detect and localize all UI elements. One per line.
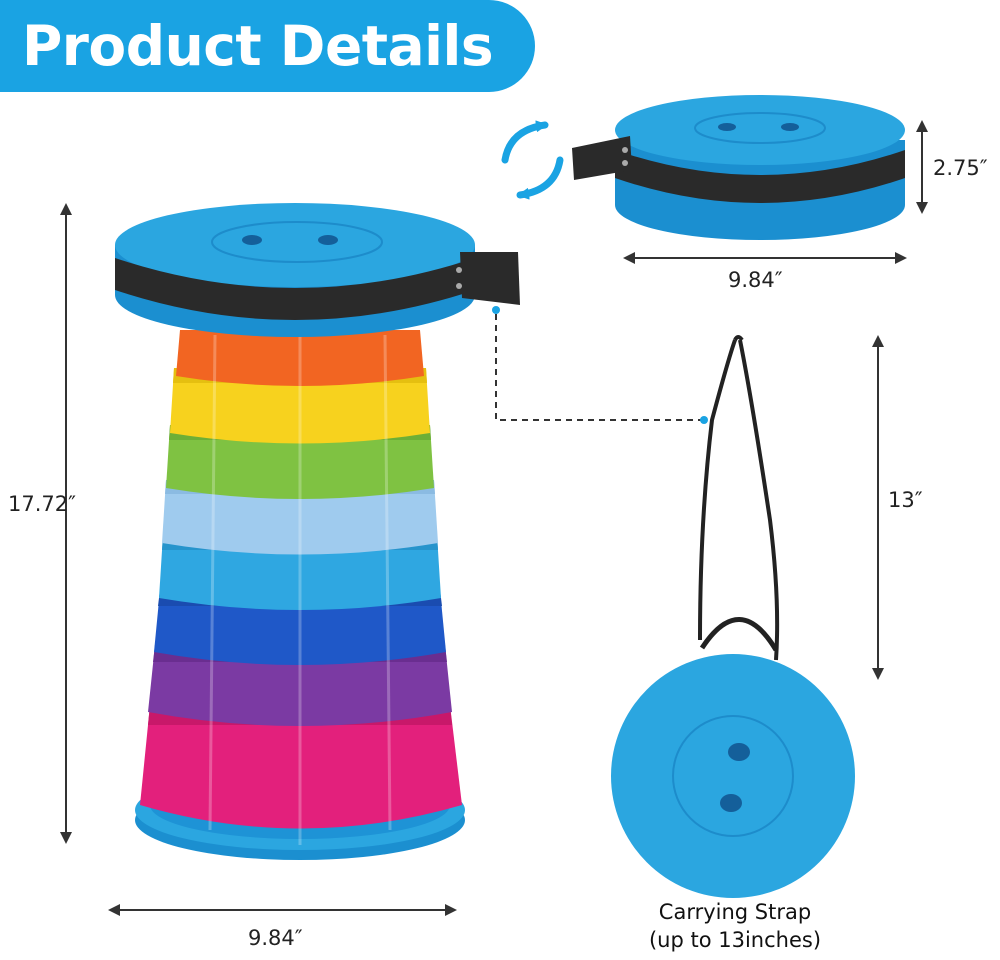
product-details-banner: Product Details [0, 0, 535, 92]
carrying-strap [698, 335, 780, 661]
banner-title: Product Details [22, 14, 494, 78]
folded-height-label: 2.75″ [933, 156, 988, 180]
dimension-arrows [60, 120, 928, 916]
strap-length-label: 13″ [888, 488, 923, 512]
carried-stool [611, 654, 855, 898]
strap-caption-line2: (up to 13inches) [648, 928, 822, 952]
folded-width-label: 9.84″ [728, 268, 783, 292]
strap-connector [492, 306, 708, 424]
strap-caption-line1: Carrying Strap [658, 900, 812, 924]
extended-height-label: 17.72″ [8, 492, 76, 516]
rotate-arrows-icon [501, 120, 564, 200]
stool-seat [115, 203, 520, 337]
folded-stool [572, 95, 905, 240]
tier-segments [208, 334, 392, 845]
base-width-label: 9.84″ [248, 926, 303, 950]
extended-stool [115, 203, 520, 860]
strap-caption: Carrying Strap (up to 13inches) [620, 898, 850, 954]
tier-orange [176, 330, 424, 386]
